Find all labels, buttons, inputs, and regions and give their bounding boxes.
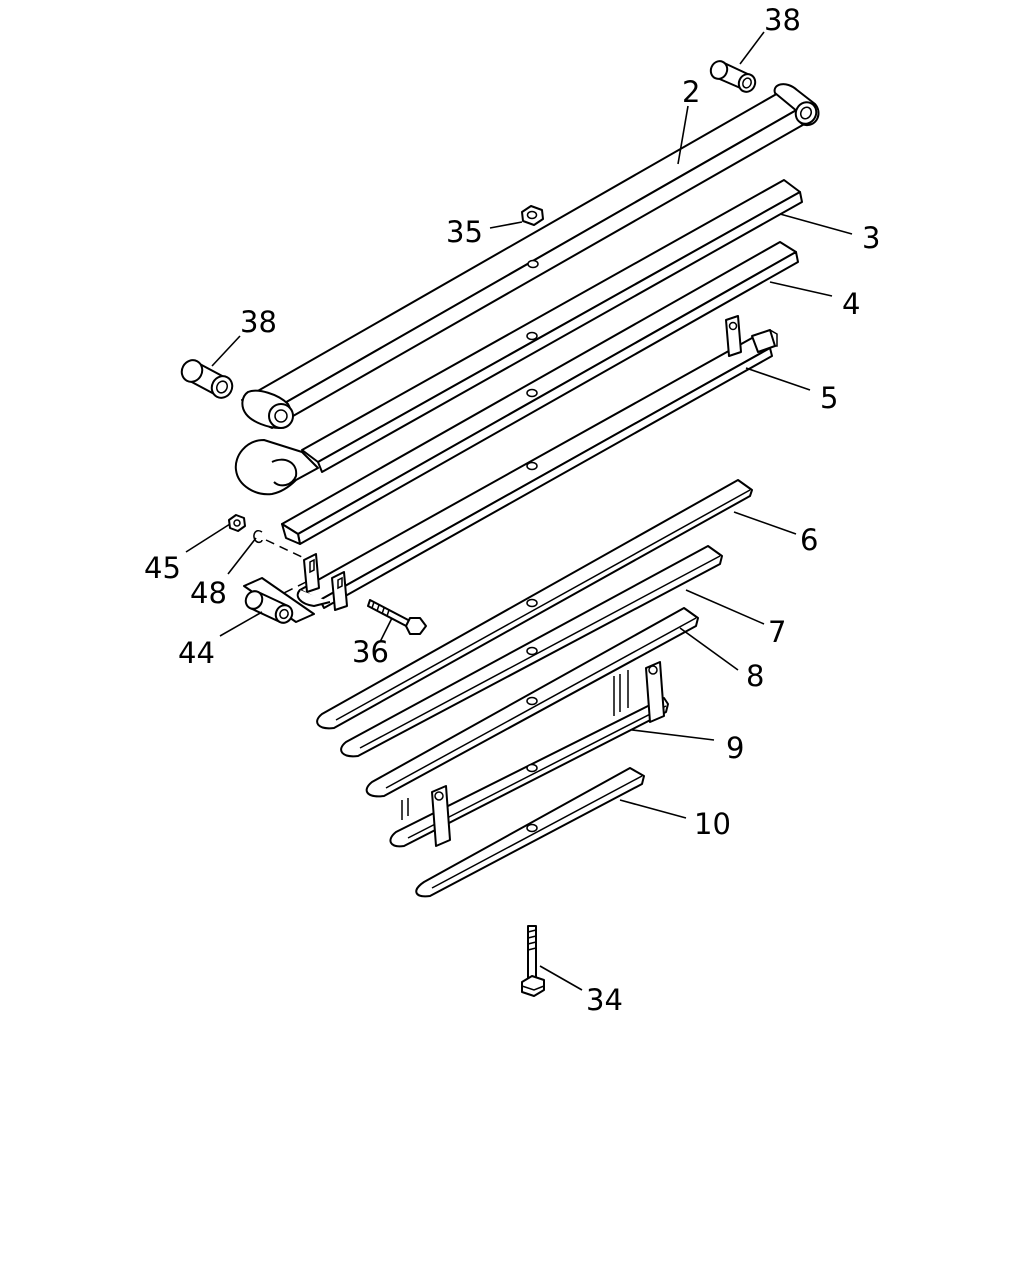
- callout-7: 7: [768, 615, 786, 649]
- part-45-nut: [228, 514, 246, 532]
- callout-2: 2: [682, 75, 700, 109]
- part-3-leaf: [234, 179, 803, 496]
- callout-48: 48: [190, 576, 227, 610]
- callout-38-left: 38: [240, 305, 277, 339]
- callout-35: 35: [446, 215, 483, 249]
- part-10-leaf: [415, 767, 645, 898]
- part-38-left-bushing: [180, 359, 234, 399]
- callout-3: 3: [862, 221, 880, 255]
- callout-45: 45: [144, 551, 181, 585]
- callout-34: 34: [586, 983, 623, 1017]
- callout-10: 10: [694, 807, 731, 841]
- part-8-leaf: [365, 607, 699, 798]
- part-48-washer: [253, 529, 263, 544]
- part-35-nut: [521, 205, 544, 226]
- part-38-top-bushing: [709, 60, 757, 93]
- callout-9: 9: [726, 731, 744, 765]
- part-7-leaf: [340, 545, 723, 758]
- callout-8: 8: [746, 659, 764, 693]
- part-36-bolt: [367, 599, 427, 635]
- assembly-dashed-lines: [261, 539, 307, 605]
- callout-labels: 38 2 35 3 4 38 5 6 45 48 7 44 36 8 9 10 …: [144, 3, 880, 1017]
- callout-5: 5: [820, 381, 838, 415]
- part-4-leaf: [281, 241, 799, 545]
- part-34-center-bolt: [521, 925, 545, 997]
- part-2-main-leaf: [241, 83, 820, 429]
- part-9-leaf-with-clips: [389, 661, 669, 848]
- part-6-leaf: [316, 479, 753, 730]
- part-44-spacer: [243, 577, 315, 624]
- leader-lines: [185, 31, 853, 991]
- callout-44: 44: [178, 636, 215, 670]
- part-5-leaf-with-clips: [296, 315, 778, 611]
- callout-36: 36: [352, 635, 389, 669]
- callout-6: 6: [800, 523, 818, 557]
- callout-38-top: 38: [764, 3, 801, 37]
- callout-4: 4: [842, 287, 860, 321]
